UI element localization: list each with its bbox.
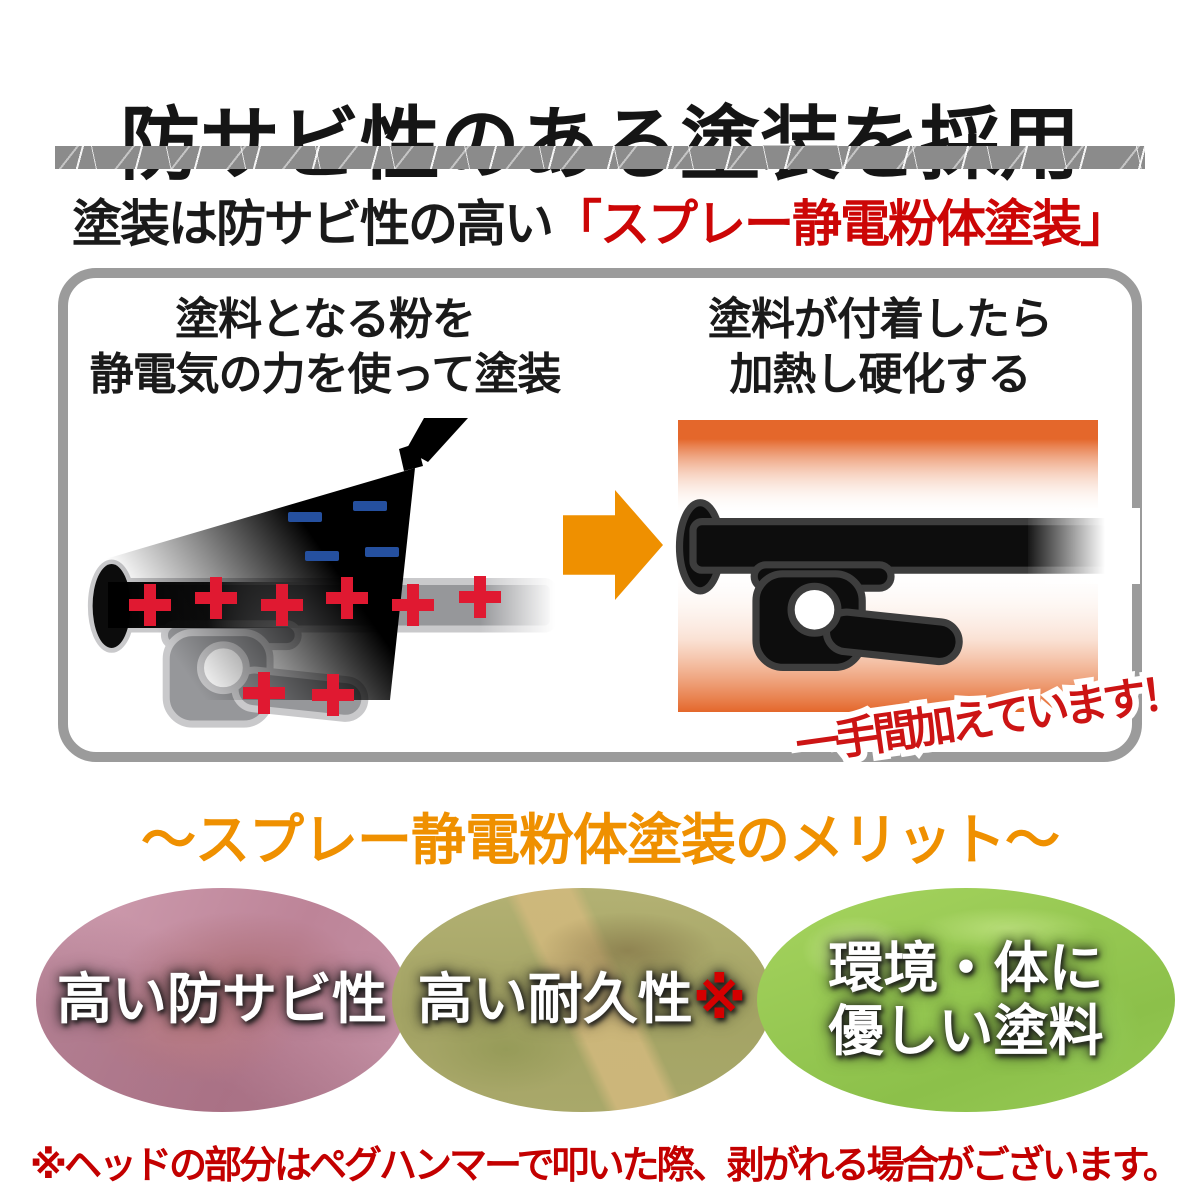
footnote: ※ヘッドの部分はペグハンマーで叩いた際、剥がれる場合がございます。 [30, 1145, 1181, 1187]
peg-shaft-fade-right [1028, 508, 1140, 584]
merit-eco-ellipse: 環境・体に 優しい塗料 [757, 888, 1175, 1112]
heat-step-caption: 塗料が付着したら 加熱し硬化する [645, 292, 1115, 402]
subtitle-plain-text: 塗装は防サビ性の高い [72, 196, 554, 252]
spray-coating-diagram [85, 418, 558, 760]
merit-rust-ellipse: 高い防サビ性 [36, 888, 408, 1112]
subtitle: 塗装は防サビ性の高い「スプレー静電粉体塗装」 [0, 184, 1200, 256]
spray-step-caption-line1: 塗料となる粉を [175, 295, 476, 344]
spray-cone [85, 468, 415, 700]
heat-step-caption-line2: 加熱し硬化する [729, 350, 1032, 399]
heat-step-caption-line1: 塗料が付着したら [708, 295, 1053, 344]
grunge-divider [55, 146, 1145, 169]
spray-step-caption-line2: 静電気の力を使って塗装 [89, 350, 562, 399]
spray-nozzle-icon [399, 418, 468, 471]
heat-glow-top [678, 420, 1098, 515]
page-title: 防サビ性のある塗装を採用 [120, 99, 1080, 189]
merit-label: 高い防サビ性 [56, 968, 387, 1031]
merit-label: 環境・体に 優しい塗料 [828, 936, 1104, 1062]
minus-charge-icons [288, 501, 399, 561]
heat-curing-diagram [600, 420, 1140, 712]
merits-heading: ～スプレー静電粉体塗装のメリット～ [140, 809, 1060, 871]
spray-step-caption: 塗料となる粉を 静電気の力を使って塗装 [65, 292, 585, 402]
asterisk-mark: ※ [692, 968, 747, 1031]
subtitle-highlight-text: 「スプレー静電粉体塗装」 [552, 196, 1130, 252]
merit-durability-ellipse: 高い耐久性※ [392, 888, 772, 1112]
merit-label: 高い耐久性※ [417, 968, 747, 1031]
peg-shaft-fade [480, 573, 558, 635]
